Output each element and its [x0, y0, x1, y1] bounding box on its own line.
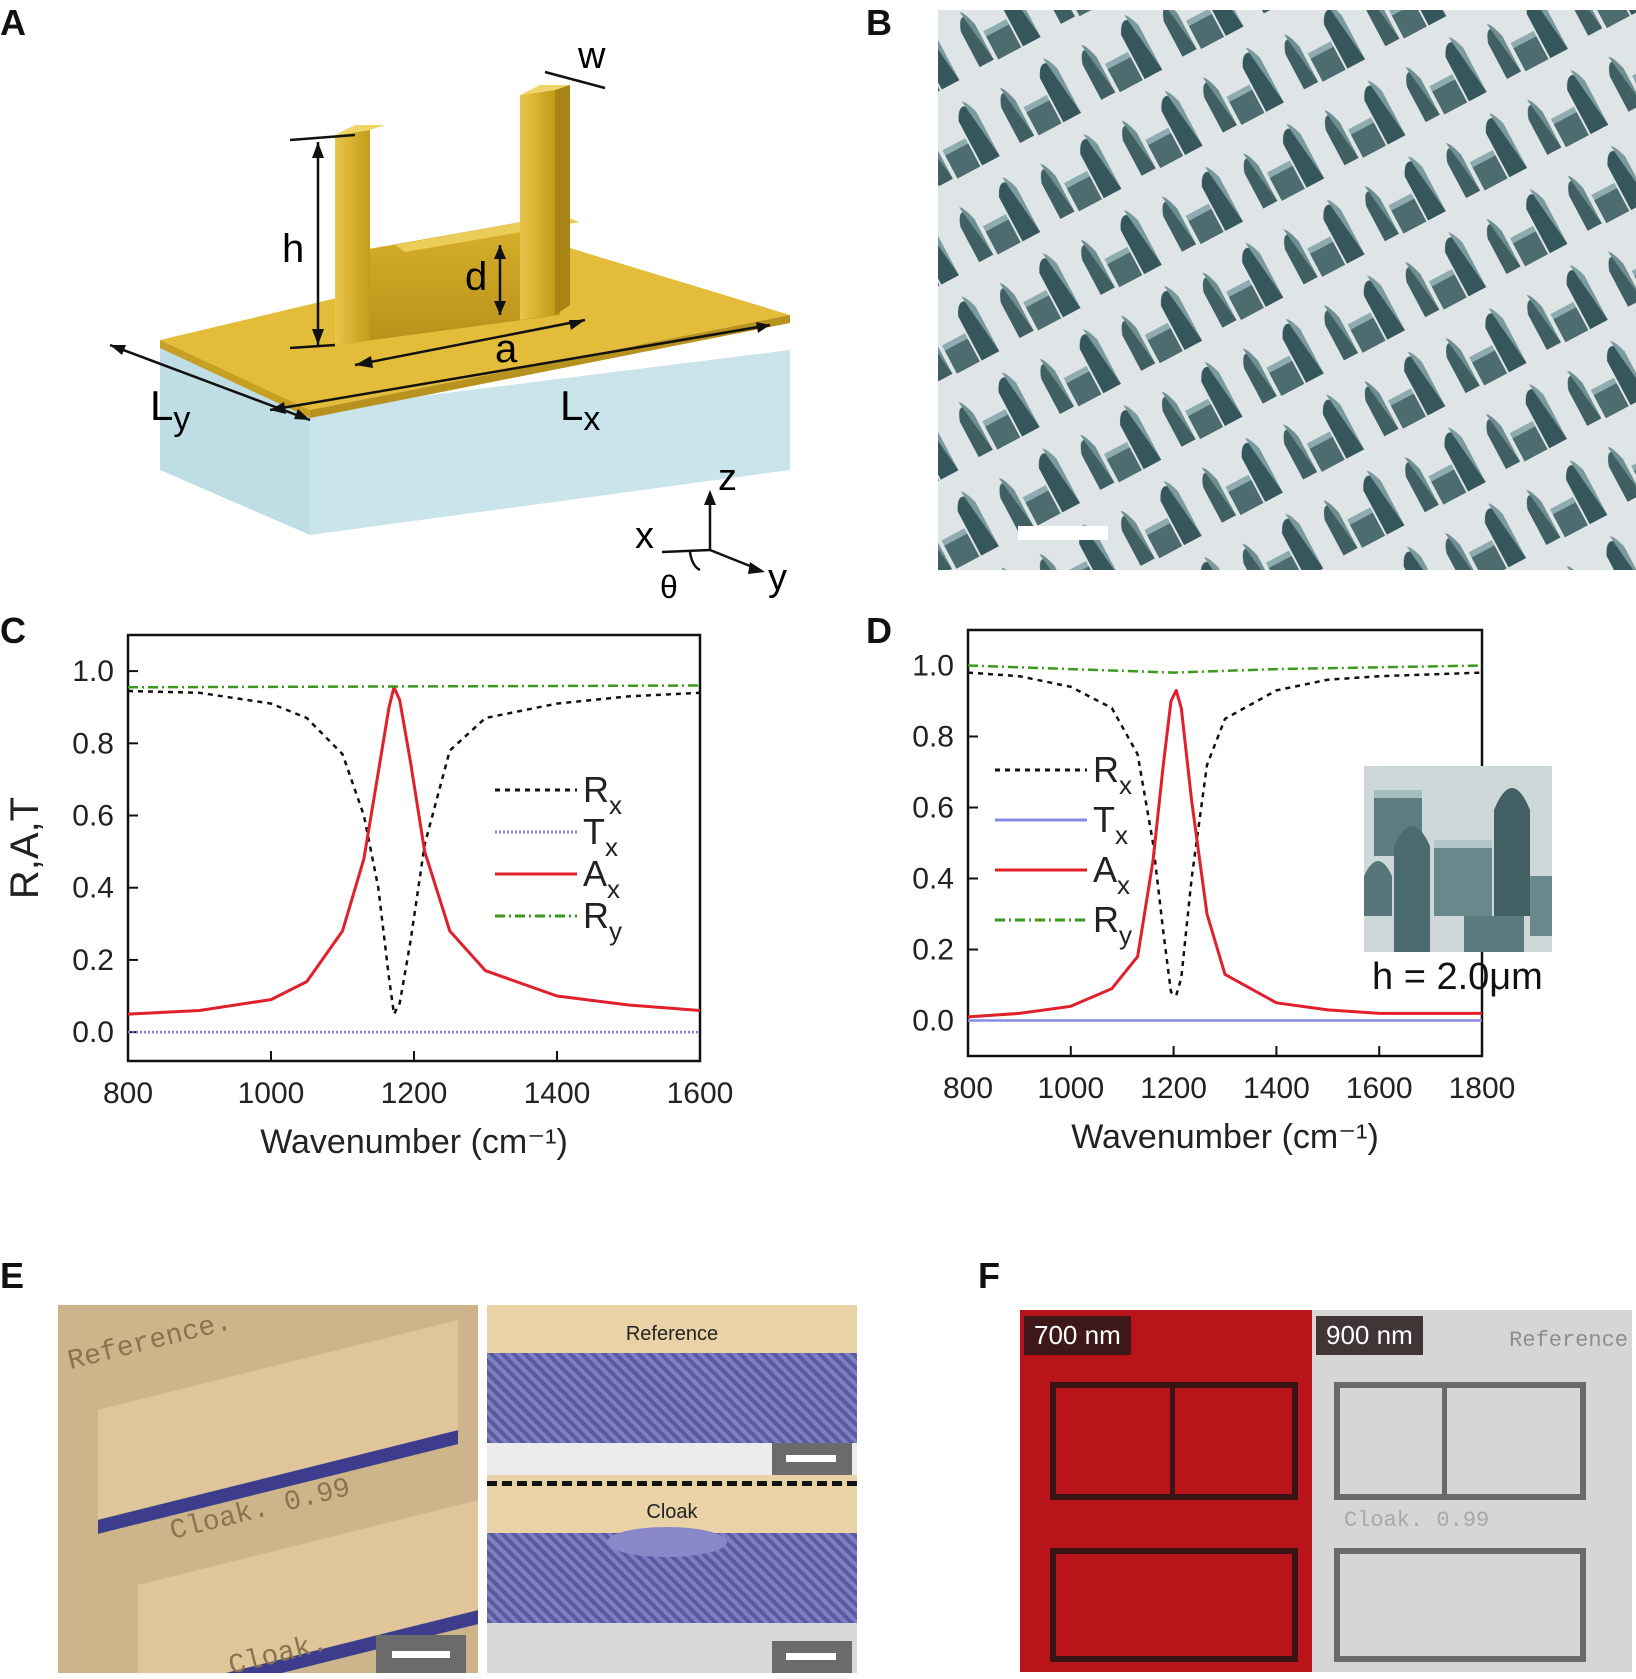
x-tick-label: 1600	[1346, 1072, 1413, 1105]
axis-x: x	[635, 515, 654, 557]
gold-film	[160, 245, 790, 410]
x-tick-label: 800	[943, 1072, 993, 1105]
scale-bar	[1018, 526, 1108, 540]
inset-caption: h = 2.0μm	[1372, 956, 1543, 998]
axis-y: y	[768, 557, 787, 599]
legend-label-Ry: Ry	[583, 895, 622, 946]
y-tick-label: 1.0	[912, 650, 954, 683]
dim-h: h	[282, 227, 304, 271]
dim-ly: Ly	[150, 382, 190, 438]
e-right-image: Reference Cloak	[487, 1305, 857, 1673]
x-tick-label: 1200	[1140, 1072, 1207, 1105]
x-tick-label: 1000	[1037, 1072, 1104, 1105]
panel-f: F 700 nm Reference Cloak. 0.99 900 nm	[860, 1250, 1636, 1679]
x-tick-label: 1800	[1449, 1072, 1516, 1105]
dim-a: a	[495, 327, 518, 371]
panel-a: A	[0, 0, 820, 610]
reference-stripe	[487, 1353, 857, 1443]
y-axis-label: R,A,T	[3, 797, 47, 899]
scale-bar-ref	[772, 1443, 852, 1475]
panel-label-c: C	[0, 610, 26, 651]
u-left-arm	[335, 130, 370, 345]
y-tick-label: 0.0	[912, 1005, 954, 1038]
x-tick-label: 1200	[381, 1077, 448, 1110]
panel-d: D 800 1000 1200 1400 1600 1800 0.0 0.2 0.4 0.6 0.8…	[820, 610, 1636, 1250]
y-tick-label: 0.2	[912, 934, 954, 967]
legend-label-Ax: Ax	[583, 853, 620, 904]
u-right-arm	[520, 90, 555, 320]
scale-bar-cloak	[772, 1641, 852, 1673]
f-grey-box-bottom	[1334, 1548, 1586, 1662]
axis-z: z	[718, 457, 737, 499]
dim-w: w	[577, 35, 606, 77]
f-900nm-image: Reference Cloak. 0.99	[1312, 1310, 1632, 1672]
panel-label-f: F	[978, 1255, 1000, 1296]
y-tick-label: 1.0	[72, 655, 114, 688]
y-tick-label: 0.2	[72, 944, 114, 977]
wavelength-700: 700 nm	[1024, 1316, 1131, 1355]
legend-label-Rx: Rx	[583, 769, 622, 820]
substrate-left	[160, 340, 310, 535]
e-left-image: Reference. Cloak. 0.99 Cloak.	[58, 1305, 478, 1673]
cloak-label: Cloak	[646, 1501, 698, 1523]
y-tick-label: 0.0	[72, 1016, 114, 1049]
axis-theta: θ	[660, 569, 678, 605]
y-tick-label: 0.8	[72, 727, 114, 760]
sem-array-image	[938, 10, 1636, 570]
inset-sem-image	[1364, 766, 1552, 952]
legend-label-Ax: Ax	[1093, 849, 1130, 900]
series-line-Ry	[127, 684, 701, 689]
panel-b: B	[820, 0, 1636, 610]
legend-label-Rx: Rx	[1093, 749, 1132, 800]
f-grey-box-top	[1334, 1382, 1586, 1500]
reference-label: Reference	[625, 1323, 719, 1345]
series-line-Rx	[967, 671, 1483, 997]
y-tick-label: 0.4	[912, 863, 954, 896]
x-tick-label: 1400	[524, 1077, 591, 1110]
series-line-Rx	[127, 689, 701, 1016]
panel-label-a: A	[0, 2, 26, 43]
series-line-Ry	[967, 664, 1483, 674]
wavelength-900: 900 nm	[1316, 1316, 1423, 1355]
legend-label-Tx: Tx	[1093, 799, 1128, 850]
unit-cell-illustration: h d a w Ly Lx z x y θ	[109, 35, 790, 605]
chart-c: 800 1000 1200 1400 1600 0.0 0.2 0.4 0.6 0.8 1.0Wav…	[3, 633, 734, 1161]
f-grey-engraved-top: Reference	[1509, 1328, 1628, 1353]
f-red-divider	[1170, 1382, 1175, 1500]
dim-d: d	[465, 255, 487, 299]
legend-label-Tx: Tx	[583, 811, 618, 862]
panel-label-d: D	[866, 610, 892, 651]
x-tick-label: 800	[103, 1077, 153, 1110]
substrate-front	[310, 350, 790, 535]
dashed-divider	[487, 1481, 857, 1486]
dim-lx: Lx	[560, 382, 600, 438]
cloak-bump	[607, 1527, 727, 1557]
y-tick-label: 0.6	[72, 800, 114, 833]
engraved-reference: Reference.	[64, 1307, 236, 1378]
scale-bar-e-left	[376, 1635, 466, 1673]
x-tick-label: 1600	[667, 1077, 734, 1110]
x-axis-label: Wavenumber (cm⁻¹)	[260, 1123, 568, 1161]
x-tick-label: 1000	[238, 1077, 305, 1110]
y-tick-label: 0.8	[912, 721, 954, 754]
panel-label-e: E	[0, 1255, 25, 1296]
y-tick-label: 0.4	[72, 872, 114, 905]
panel-e: E Reference. Cloak. 0.99 Cloak. Referenc…	[0, 1250, 860, 1679]
series-line-Ax	[967, 688, 1482, 1019]
chart-d: 800 1000 1200 1400 1600 1800 0.0 0.2 0.4 0.6 0.8 1.…	[912, 628, 1516, 1156]
coordinate-axes	[661, 495, 761, 572]
x-tick-label: 1400	[1243, 1072, 1310, 1105]
x-axis-label: Wavenumber (cm⁻¹)	[1071, 1118, 1379, 1156]
panel-label-b: B	[866, 2, 892, 43]
f-grey-engraved: Cloak. 0.99	[1344, 1508, 1490, 1533]
f-700nm-image	[1020, 1310, 1312, 1672]
f-grey-divider	[1442, 1382, 1447, 1500]
f-red-box-bottom	[1050, 1548, 1298, 1662]
y-tick-label: 0.6	[912, 792, 954, 825]
u-base	[335, 215, 560, 345]
legend-label-Ry: Ry	[1093, 899, 1132, 950]
